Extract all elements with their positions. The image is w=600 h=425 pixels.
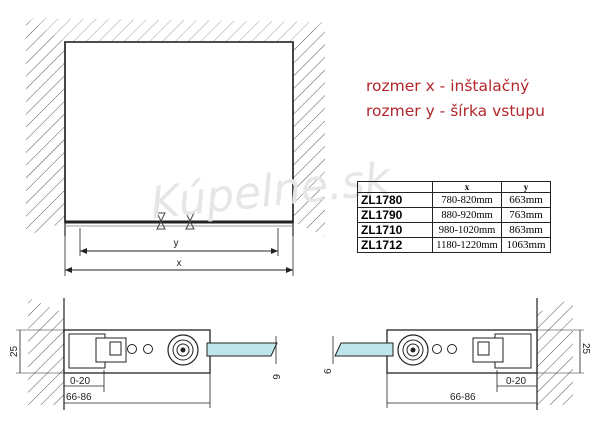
detail-right-depth-label: 25 — [580, 343, 591, 355]
detail-left-adjust-label: 0-20 — [70, 376, 90, 387]
legend-y-text: rozmer y - šírka vstupu — [366, 102, 545, 120]
shower-area-outline — [64, 41, 294, 223]
table-cell-y: 863mm — [501, 222, 551, 238]
detail-right: 25 6 0-20 66-86 — [323, 298, 591, 410]
table-header-row: x y — [357, 181, 551, 193]
detail-right-profile-label: 66-86 — [450, 392, 476, 403]
table-row: ZL1710 980-1020mm 863mm — [357, 222, 551, 238]
plan-wall-right — [293, 22, 325, 236]
detail-right-wall — [537, 298, 573, 405]
table-cell-code: ZL1790 — [357, 207, 433, 223]
dim-x-label: x — [177, 258, 182, 269]
detail-right-glass — [334, 342, 394, 357]
table-header-code — [357, 181, 433, 193]
legend-x-text: rozmer x - inštalačný — [366, 77, 530, 95]
plan-wall-left — [26, 18, 65, 236]
plan-wall-top — [26, 18, 325, 42]
table-cell-x: 880-920mm — [432, 207, 502, 223]
table-cell-code: ZL1710 — [357, 222, 433, 238]
detail-left-glass-label: 6 — [270, 374, 281, 380]
table-cell-y: 663mm — [501, 192, 551, 208]
table-row: ZL1790 880-920mm 763mm — [357, 207, 551, 223]
hinge-mark-right — [185, 212, 195, 230]
detail-left-depth-label: 25 — [9, 345, 20, 357]
table-row: ZL1780 780-820mm 663mm — [357, 192, 551, 208]
table-cell-x: 980-1020mm — [432, 222, 502, 238]
table-cell-code: ZL1712 — [357, 237, 433, 253]
detail-right-glass-label: 6 — [323, 368, 334, 374]
table-row: ZL1712 1180-1220mm 1063mm — [357, 237, 551, 253]
detail-left-profile-label: 66-86 — [66, 392, 92, 403]
plan-view: y x — [26, 18, 325, 276]
table-cell-code: ZL1780 — [357, 192, 433, 208]
hinge-mark-left — [156, 212, 166, 230]
detail-left-wall — [28, 298, 64, 405]
table-header-x: x — [432, 181, 502, 193]
dimension-table: x y ZL1780 780-820mm 663mm ZL1790 880-92… — [357, 181, 551, 253]
table-header-y: y — [501, 181, 551, 193]
detail-right-adjust-label: 0-20 — [506, 376, 526, 387]
dim-y-label: y — [174, 238, 179, 249]
table-cell-x: 780-820mm — [432, 192, 502, 208]
detail-left-glass — [206, 342, 278, 357]
table-cell-y: 1063mm — [501, 237, 551, 253]
detail-left: 25 6 0-20 66-86 — [9, 298, 281, 410]
table-cell-x: 1180-1220mm — [432, 237, 502, 253]
table-cell-y: 763mm — [501, 207, 551, 223]
